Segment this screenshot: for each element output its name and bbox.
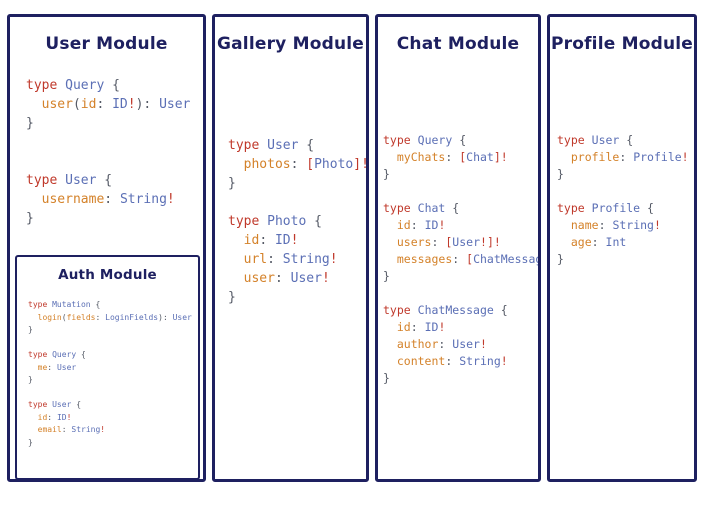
- card-title-profile-module: Profile Module: [550, 34, 694, 54]
- card-title-auth-module: Auth Module: [58, 267, 157, 283]
- card-title-gallery-module: Gallery Module: [216, 34, 365, 54]
- card-gallery-module[interactable]: Gallery Module type User { photos: [Phot…: [212, 14, 369, 482]
- card-chat-module[interactable]: Chat Module type Query { myChats: [Chat]…: [375, 14, 541, 482]
- card-title-chat-module: Chat Module: [396, 34, 520, 54]
- code-block-auth-module: type Mutation { login(fields: LoginField…: [28, 300, 192, 447]
- card-title-user-module: User Module: [45, 34, 168, 54]
- code-block-user-module: type Query { user(id: ID!): User } type …: [26, 78, 191, 226]
- code-block-profile-module: type User { profile: Profile! } type Pro…: [557, 133, 689, 266]
- card-profile-module[interactable]: Profile Module type User { profile: Prof…: [547, 14, 697, 482]
- card-auth-module[interactable]: Auth Module type Mutation { login(fields…: [15, 255, 200, 479]
- code-block-chat-module: type Query { myChats: [Chat]! } type Cha…: [383, 133, 538, 385]
- card-user-module[interactable]: User Module type Query { user(id: ID!): …: [7, 14, 206, 482]
- code-block-gallery-module: type User { photos: [Photo]! } type Phot…: [228, 138, 369, 305]
